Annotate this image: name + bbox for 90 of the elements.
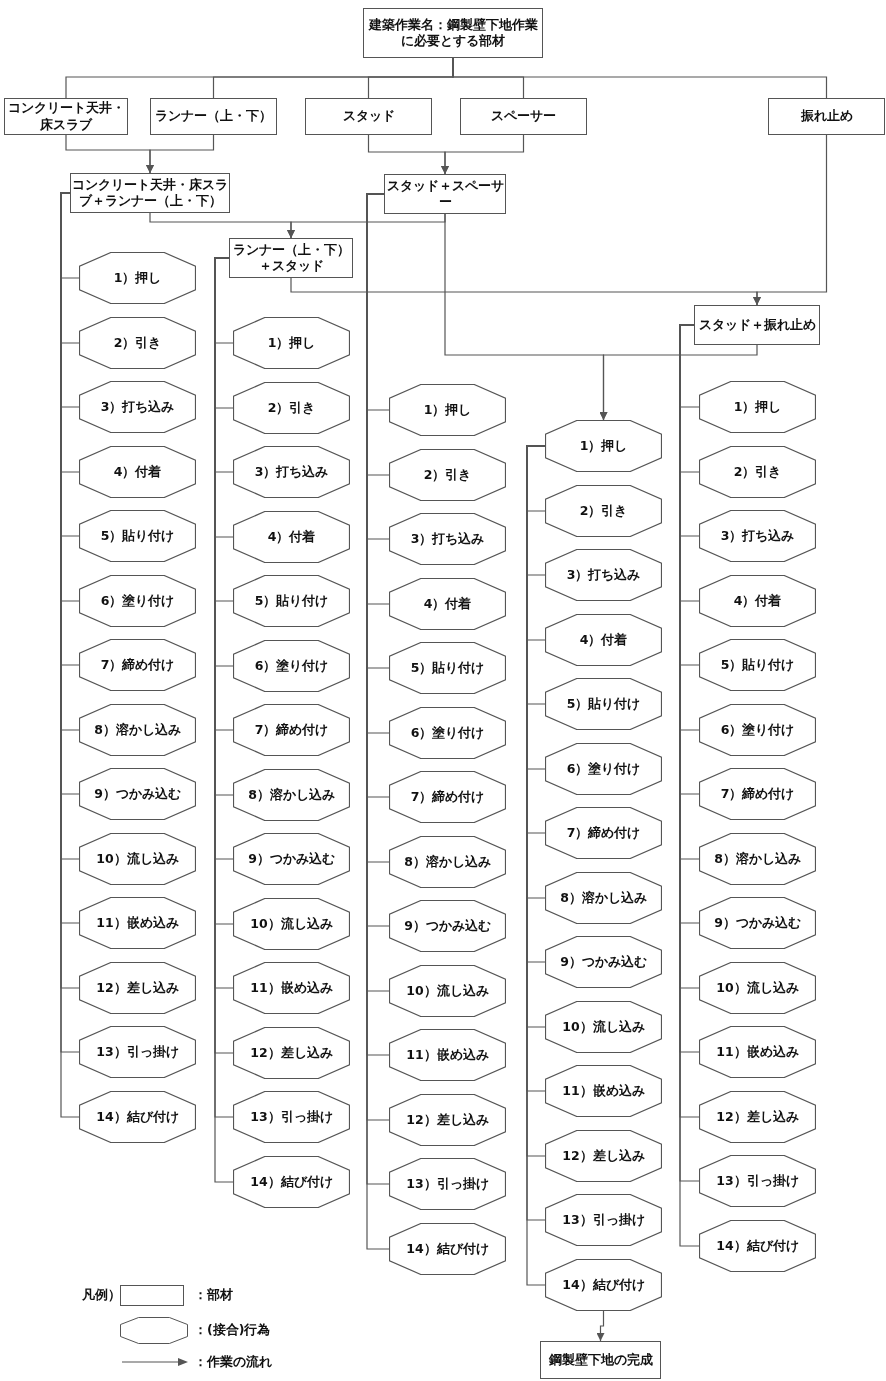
material-box: スタッド＋振れ止め [694, 305, 820, 345]
material-box: スタッド [305, 98, 432, 135]
action-octagon: 2）引き [545, 485, 662, 537]
action-octagon: 6）塗り付け [389, 707, 506, 759]
action-octagon: 6）塗り付け [699, 704, 816, 756]
action-octagon: 14）結び付け [389, 1223, 506, 1275]
action-octagon: 3）打ち込み [699, 510, 816, 562]
action-octagon: 2）引き [233, 382, 350, 434]
material-box: 振れ止め [768, 98, 885, 135]
action-octagon: 4）付着 [389, 578, 506, 630]
material-box: スペーサー [460, 98, 587, 135]
material-box: ランナー（上・下）＋スタッド [229, 238, 353, 278]
action-octagon: 13）引っ掛け [233, 1091, 350, 1143]
action-octagon: 7）締め付け [699, 768, 816, 820]
action-octagon: 8）溶かし込み [699, 833, 816, 885]
legend-text: ：部材 [194, 1287, 233, 1304]
action-octagon: 9）つかみ込む [233, 833, 350, 885]
action-octagon: 13）引っ掛け [545, 1194, 662, 1246]
action-octagon: 9）つかみ込む [545, 936, 662, 988]
action-octagon: 5）貼り付け [389, 642, 506, 694]
action-octagon: 11）嵌め込み [79, 897, 196, 949]
action-octagon: 10）流し込み [545, 1001, 662, 1053]
action-octagon: 10）流し込み [699, 962, 816, 1014]
action-octagon: 11）嵌め込み [699, 1026, 816, 1078]
action-octagon: 3）打ち込み [389, 513, 506, 565]
material-box: コンクリート天井・床スラブ [4, 98, 128, 135]
action-octagon: 3）打ち込み [79, 381, 196, 433]
action-octagon: 14）結び付け [699, 1220, 816, 1272]
result-box: 鋼製壁下地の完成 [540, 1341, 661, 1379]
legend-text: ：(接合)行為 [194, 1322, 271, 1339]
action-octagon: 14）結び付け [79, 1091, 196, 1143]
arrow [599, 344, 758, 421]
action-octagon: 7）締め付け [389, 771, 506, 823]
action-octagon: 7）締め付け [79, 639, 196, 691]
action-octagon: 12）差し込み [699, 1091, 816, 1143]
action-octagon: 2）引き [79, 317, 196, 369]
action-octagon: 8）溶かし込み [79, 704, 196, 756]
legend-heading: 凡例） [82, 1287, 121, 1304]
action-octagon: 4）付着 [545, 614, 662, 666]
action-octagon: 13）引っ掛け [79, 1026, 196, 1078]
action-octagon: 8）溶かし込み [389, 836, 506, 888]
action-octagon: 12）差し込み [545, 1130, 662, 1182]
action-octagon: 13）引っ掛け [699, 1155, 816, 1207]
action-octagon: 14）結び付け [545, 1259, 662, 1311]
arrow [596, 1310, 605, 1342]
action-octagon: 5）貼り付け [699, 639, 816, 691]
action-octagon: 7）締め付け [233, 704, 350, 756]
arrow [146, 134, 215, 174]
arrow [441, 134, 525, 175]
action-octagon: 9）つかみ込む [79, 768, 196, 820]
action-octagon: 11）嵌め込み [545, 1065, 662, 1117]
action-octagon: 2）引き [699, 446, 816, 498]
action-octagon: 10）流し込み [389, 965, 506, 1017]
action-octagon: 9）つかみ込む [389, 900, 506, 952]
action-octagon: 9）つかみ込む [699, 897, 816, 949]
action-octagon: 11）嵌め込み [233, 962, 350, 1014]
action-octagon: 10）流し込み [233, 898, 350, 950]
action-octagon: 6）塗り付け [545, 743, 662, 795]
arrow [753, 134, 828, 306]
action-octagon: 3）打ち込み [545, 549, 662, 601]
action-octagon: 1）押し [233, 317, 350, 369]
action-octagon: 12）差し込み [79, 962, 196, 1014]
action-octagon: 11）嵌め込み [389, 1029, 506, 1081]
action-octagon: 4）付着 [233, 511, 350, 563]
action-octagon: 1）押し [545, 420, 662, 472]
action-octagon: 10）流し込み [79, 833, 196, 885]
action-octagon: 5）貼り付け [545, 678, 662, 730]
material-box: ランナー（上・下） [150, 98, 277, 135]
action-octagon: 6）塗り付け [79, 575, 196, 627]
action-octagon: 1）押し [389, 384, 506, 436]
action-octagon: 4）付着 [79, 446, 196, 498]
action-octagon: 2）引き [389, 449, 506, 501]
action-octagon: 5）貼り付け [233, 575, 350, 627]
action-octagon: 8）溶かし込み [545, 872, 662, 924]
material-box: スタッド＋スペーサー [384, 174, 506, 214]
legend-text: ：作業の流れ [194, 1354, 272, 1371]
material-box: コンクリート天井・床スラブ＋ランナー（上・下） [70, 173, 230, 213]
action-octagon: 7）締め付け [545, 807, 662, 859]
action-octagon: 14）結び付け [233, 1156, 350, 1208]
action-octagon: 5）貼り付け [79, 510, 196, 562]
action-octagon: 8）溶かし込み [233, 769, 350, 821]
action-octagon: 1）押し [699, 381, 816, 433]
action-octagon: 6）塗り付け [233, 640, 350, 692]
action-octagon: 3）打ち込み [233, 446, 350, 498]
action-octagon: 12）差し込み [389, 1094, 506, 1146]
action-octagon: 12）差し込み [233, 1027, 350, 1079]
action-octagon: 4）付着 [699, 575, 816, 627]
action-octagon: 1）押し [79, 252, 196, 304]
action-octagon: 13）引っ掛け [389, 1158, 506, 1210]
task-box: 建築作業名：鋼製壁下地作業に必要とする部材 [363, 8, 543, 58]
